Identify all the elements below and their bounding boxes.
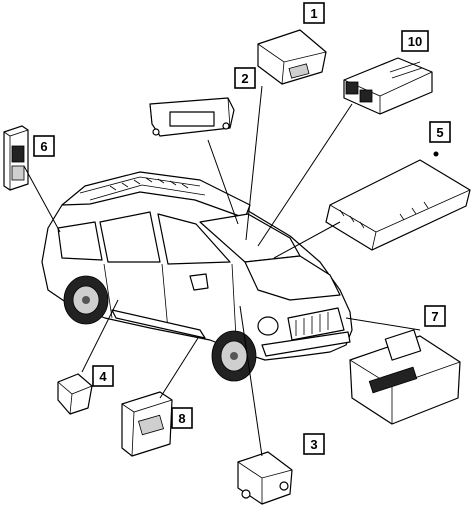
callout-8-label: 8 [178, 411, 185, 426]
module-6-illustration [3, 125, 29, 191]
callout-1-label: 1 [310, 6, 317, 21]
callout-2-label: 2 [241, 71, 248, 86]
callout-4-label: 4 [99, 369, 107, 384]
callout-6-label: 6 [40, 139, 47, 154]
module-1-illustration [257, 29, 327, 85]
callout-5-label: 5 [436, 125, 443, 140]
module-4-illustration [57, 373, 93, 415]
callout-6: 6 [33, 135, 55, 157]
module-3-illustration [237, 451, 293, 505]
leader-lines [23, 85, 421, 457]
callout-3: 3 [303, 433, 325, 455]
callout-1: 1 [303, 2, 325, 24]
callout-2: 2 [234, 67, 256, 89]
module-5-illustration [325, 151, 471, 251]
callout-10: 10 [401, 30, 429, 52]
module-8-illustration [121, 391, 173, 457]
callout-8: 8 [171, 407, 193, 429]
module-7-illustration [349, 329, 461, 425]
callout-10-label: 10 [408, 34, 422, 49]
callout-7-label: 7 [431, 309, 438, 324]
callout-5: 5 [429, 121, 451, 143]
module-10-illustration [343, 57, 433, 115]
module-2-illustration [149, 97, 235, 137]
callout-7: 7 [424, 305, 446, 327]
callout-4: 4 [92, 365, 114, 387]
callout-3-label: 3 [310, 437, 317, 452]
suv-vehicle-illustration [41, 171, 353, 382]
